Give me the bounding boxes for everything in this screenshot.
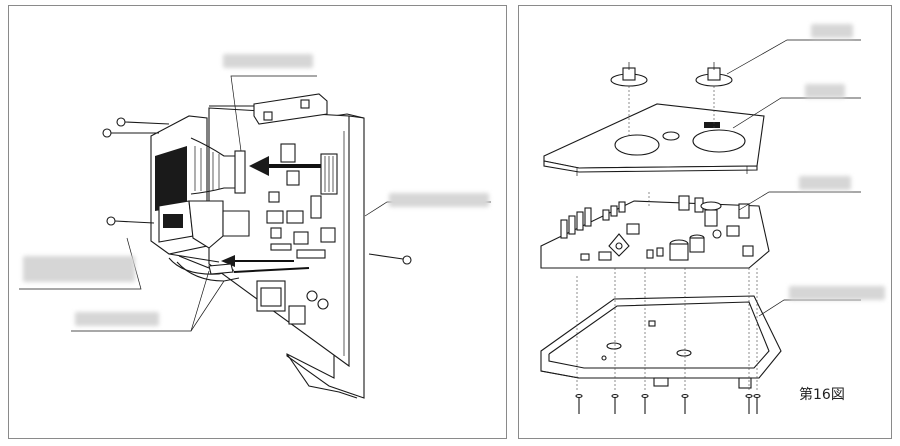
right-diagram-panel: 第16図	[518, 5, 892, 439]
callout-label-board	[389, 193, 489, 207]
callout-label-harness	[75, 312, 159, 326]
ribbon-cable	[190, 137, 246, 195]
callout-leaders	[726, 39, 861, 317]
knobs	[610, 62, 733, 87]
callout-leaders	[19, 75, 491, 332]
callout-label-board	[799, 176, 851, 190]
circuit-board	[540, 195, 770, 269]
left-diagram-panel	[8, 5, 507, 439]
right-exploded-diagram	[540, 39, 861, 414]
wire-harness	[168, 257, 240, 282]
top-bracket	[209, 93, 328, 125]
bottom-chassis	[540, 295, 782, 389]
callout-label-chassis	[789, 286, 885, 300]
left-exploded-diagram	[19, 75, 491, 399]
bottom-screws	[575, 393, 761, 414]
callout-label-cover	[805, 84, 845, 98]
display-unit	[150, 115, 250, 269]
top-cover	[543, 103, 765, 176]
assembly-arrows	[221, 156, 327, 273]
screws	[102, 117, 412, 265]
callout-label-knob	[811, 24, 853, 38]
callout-label-display	[23, 256, 135, 282]
board-components	[256, 143, 338, 325]
figure-caption: 第16図	[799, 387, 845, 403]
assembly-guides	[576, 86, 758, 391]
callout-label-connector	[223, 54, 313, 68]
